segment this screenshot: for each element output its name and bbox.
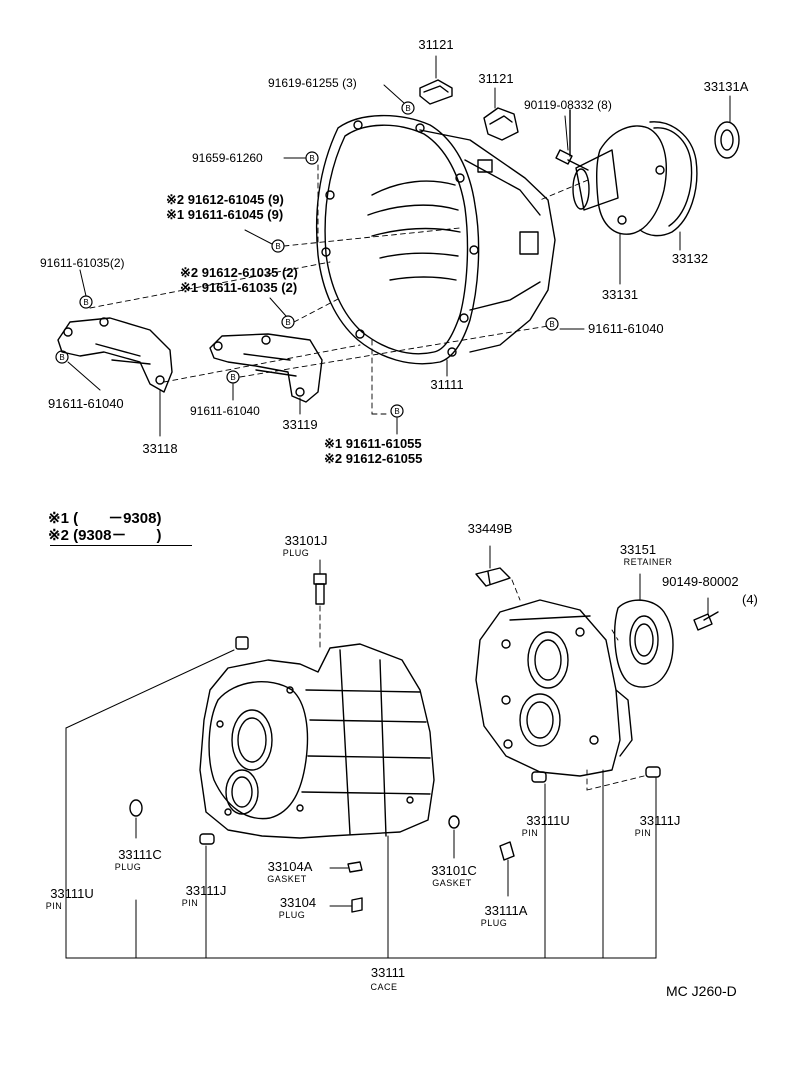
label-91611-61040-right: 91611-61040 [588,321,664,336]
label-33111j-right: 33111J [639,813,681,828]
label-x2-91612-61055: ※2 91612-61055 [324,451,423,466]
dashed-lines-upper [89,164,589,415]
label-x1-91611-61055: ※1 91611-61055 [324,436,422,451]
label-33101c: 33101C [431,863,477,878]
svg-text:B: B [405,104,410,113]
clutch-housing-31111 [315,114,556,365]
svg-text:B: B [549,320,554,329]
label-90119-08332: 90119-08332 (8) [524,98,612,112]
svg-text:B: B [83,298,88,307]
diagram-code: MC J260-D [666,983,737,999]
label-91659-61260: 91659-61260 [192,151,263,165]
sublabel-gasket-33101c: GASKET [432,878,472,888]
legend-underline [50,545,192,546]
svg-text:B: B [59,353,64,362]
sublabel-pin-33111u-left: PIN [45,901,63,911]
label-33118: 33118 [142,441,178,456]
legend-line-1: ※1 ( －9308) [48,510,162,527]
label-x1-91611-61045: ※1 91611-61045 (9) [166,207,284,222]
label-33104: 33104 [279,895,317,910]
sublabel-pin-33111u-right: PIN [521,828,539,838]
label-31121-top: 31121 [418,37,454,52]
bolt-symbol-letters: B B B B B B B B B [59,104,554,416]
svg-text:B: B [230,373,235,382]
sublabel-retainer-33151: RETAINER [623,557,673,567]
label-33119: 33119 [282,417,318,432]
label-33101j: 33101J [284,533,328,548]
label-90149-qty: (4) [742,592,758,607]
label-31111: 31111 [430,377,464,392]
retainer-33151 [614,599,674,688]
sublabel-plug-33101j: PLUG [282,548,310,558]
label-33111j-left: 33111J [185,883,227,898]
svg-text:B: B [275,242,280,251]
label-x1-91611-61035: ※1 91611-61035 (2) [180,280,298,295]
label-33132: 33132 [671,251,709,266]
sublabel-pin-33111j-right: PIN [634,828,652,838]
sublabel-plug-33104: PLUG [278,910,306,920]
label-33111u-right: 33111U [526,813,570,828]
label-91611-61035: 91611-61035(2) [40,256,125,270]
transmission-case-rear [475,599,633,777]
cap-31121-top [419,79,453,105]
label-33131: 33131 [601,287,639,302]
legend-line-2: ※2 (9308－ ) [48,527,162,544]
label-x2-91612-61045: ※2 91612-61045 (9) [166,192,284,207]
transmission-case-front [199,643,435,839]
leader-lines-lower [65,545,709,959]
leader-lines-upper [67,55,731,437]
label-91611-61040-mid: 91611-61040 [190,404,260,418]
bolt-90119-08332 [555,109,589,171]
dashed-lines-lower [319,579,645,791]
bracket-33118 [57,317,173,393]
label-90149-80002: 90149-80002 [662,574,739,589]
label-33131a: 33131A [703,79,749,94]
label-91611-61040-left: 91611-61040 [48,396,124,411]
sublabel-case-33111: CACE [370,982,398,992]
part-33449b [475,567,511,587]
label-x2-91612-61035: ※2 91612-61035 (2) [180,265,298,280]
label-33449b: 33449B [467,521,513,536]
label-33111a: 33111A [484,903,528,918]
bracket-33119 [209,333,323,403]
label-33151: 33151 [619,542,657,557]
bearing-retainer-33131 [572,125,667,235]
label-33111: 33111 [370,965,406,980]
cap-31121-mid [483,107,519,141]
small-pins-plugs [129,636,661,913]
label-33111u-left: 33111U [50,886,94,901]
sublabel-pin-33111j-left: PIN [181,898,199,908]
sublabel-plug-33111a: PLUG [480,918,508,928]
bolt-90149-80002 [693,611,719,631]
svg-text:B: B [285,318,290,327]
svg-text:B: B [309,154,314,163]
oil-seal-33131a [714,121,740,159]
sublabel-gasket-33104a: GASKET [267,874,307,884]
label-31121-mid: 31121 [478,71,514,86]
label-91619-61255: 91619-61255 (3) [268,76,357,90]
gasket-33132 [639,121,698,237]
plug-33101j [313,573,327,605]
label-33104a: 33104A [267,859,313,874]
label-33111c: 33111C [118,847,162,862]
sublabel-plug-33111c: PLUG [114,862,142,872]
svg-text:B: B [394,407,399,416]
